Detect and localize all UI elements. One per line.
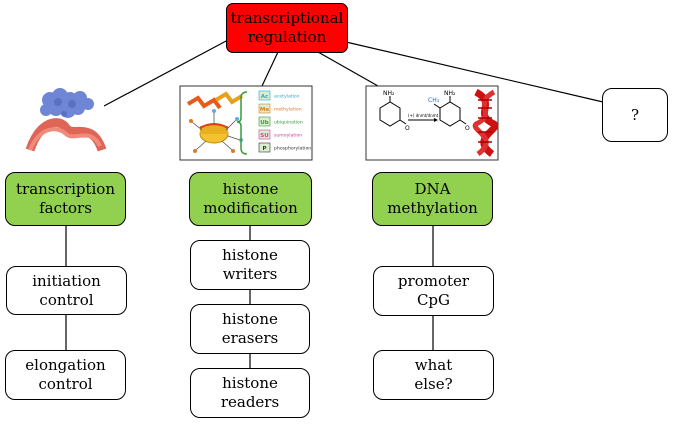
promoter-cpg-label: promoter CpG — [397, 272, 470, 309]
connectors — [65, 39, 604, 368]
enzyme-label: (+) dnmt/dnmt — [408, 113, 439, 118]
nh2-left-label: NH₂ — [383, 90, 395, 97]
histone-mark-name: sumoylation — [274, 133, 302, 139]
connector-root-histone — [261, 51, 279, 87]
histone-mark-abbr: Ac — [261, 94, 269, 100]
cytosine-structure-left — [379, 96, 407, 127]
what-else-node[interactable]: what else? — [373, 350, 494, 400]
elongation-control-label: elongation control — [25, 356, 106, 393]
transcription-factors-node[interactable]: transcription factors — [5, 172, 126, 226]
dna-methylation-label: DNA methylation — [387, 180, 478, 217]
connector-root-tf — [103, 39, 229, 107]
histone-mark-badge — [258, 129, 271, 140]
histone-mark-badge — [258, 116, 271, 127]
histone-mark-abbr: SU — [260, 133, 268, 139]
histone-legend-bracket — [236, 91, 248, 155]
dna-methylation-image: NH₂ O (+) dnmt/dnmt NH₂ CH₃ O — [365, 85, 499, 161]
histone-dna-strands — [186, 91, 244, 110]
histone-mark-abbr: P — [262, 146, 266, 152]
histone-mark-badge — [258, 90, 271, 101]
histone-erasers-label: histone erasers — [221, 310, 279, 347]
methylcytosine-structure — [433, 96, 467, 127]
elongation-control-node[interactable]: elongation control — [5, 350, 126, 400]
initiation-control-node[interactable]: initiation control — [6, 266, 127, 315]
oxygen-right-label: O — [465, 125, 470, 132]
unknown-category-label: ? — [630, 105, 640, 124]
histone-mark-name: methylation — [274, 107, 302, 113]
what-else-label: what else? — [414, 356, 453, 393]
connector-root-unknown — [345, 41, 604, 103]
transcription-factors-label: transcription factors — [16, 180, 115, 217]
dna-helix-icon — [472, 88, 499, 157]
promoter-cpg-node[interactable]: promoter CpG — [373, 266, 494, 316]
histone-mark-abbr: Ub — [260, 120, 268, 126]
histone-mark-name: ubiquination — [274, 120, 303, 126]
histone-mark-name: acetylation — [274, 94, 300, 100]
histone-modification-node[interactable]: histone modification — [189, 172, 312, 226]
histone-mark-badge — [258, 142, 271, 153]
dna-methylation-node[interactable]: DNA methylation — [372, 172, 493, 226]
histone-readers-node[interactable]: histone readers — [190, 368, 310, 418]
nucleosome-icon — [189, 109, 243, 153]
histone-modification-label: histone modification — [203, 180, 298, 217]
transcription-factor-image — [24, 86, 107, 158]
connector-root-dna — [317, 51, 379, 87]
histone-mark-badge — [258, 103, 271, 114]
ch3-label: CH₃ — [428, 97, 440, 104]
histone-mark-abbr: Me — [260, 107, 269, 113]
histone-readers-label: histone readers — [220, 374, 280, 411]
histone-erasers-node[interactable]: histone erasers — [190, 304, 310, 354]
unknown-category-node[interactable]: ? — [602, 88, 668, 142]
nh2-right-label: NH₂ — [444, 90, 456, 97]
histone-mark-name: phosphorylation — [274, 146, 311, 152]
initiation-control-label: initiation control — [32, 271, 101, 309]
oxygen-left-label: O — [405, 125, 410, 132]
histone-writers-label: histone writers — [222, 246, 278, 283]
root-node[interactable]: transcriptional regulation — [226, 3, 348, 53]
histone-writers-node[interactable]: histone writers — [190, 240, 310, 290]
root-node-label: transcriptional regulation — [230, 9, 344, 46]
